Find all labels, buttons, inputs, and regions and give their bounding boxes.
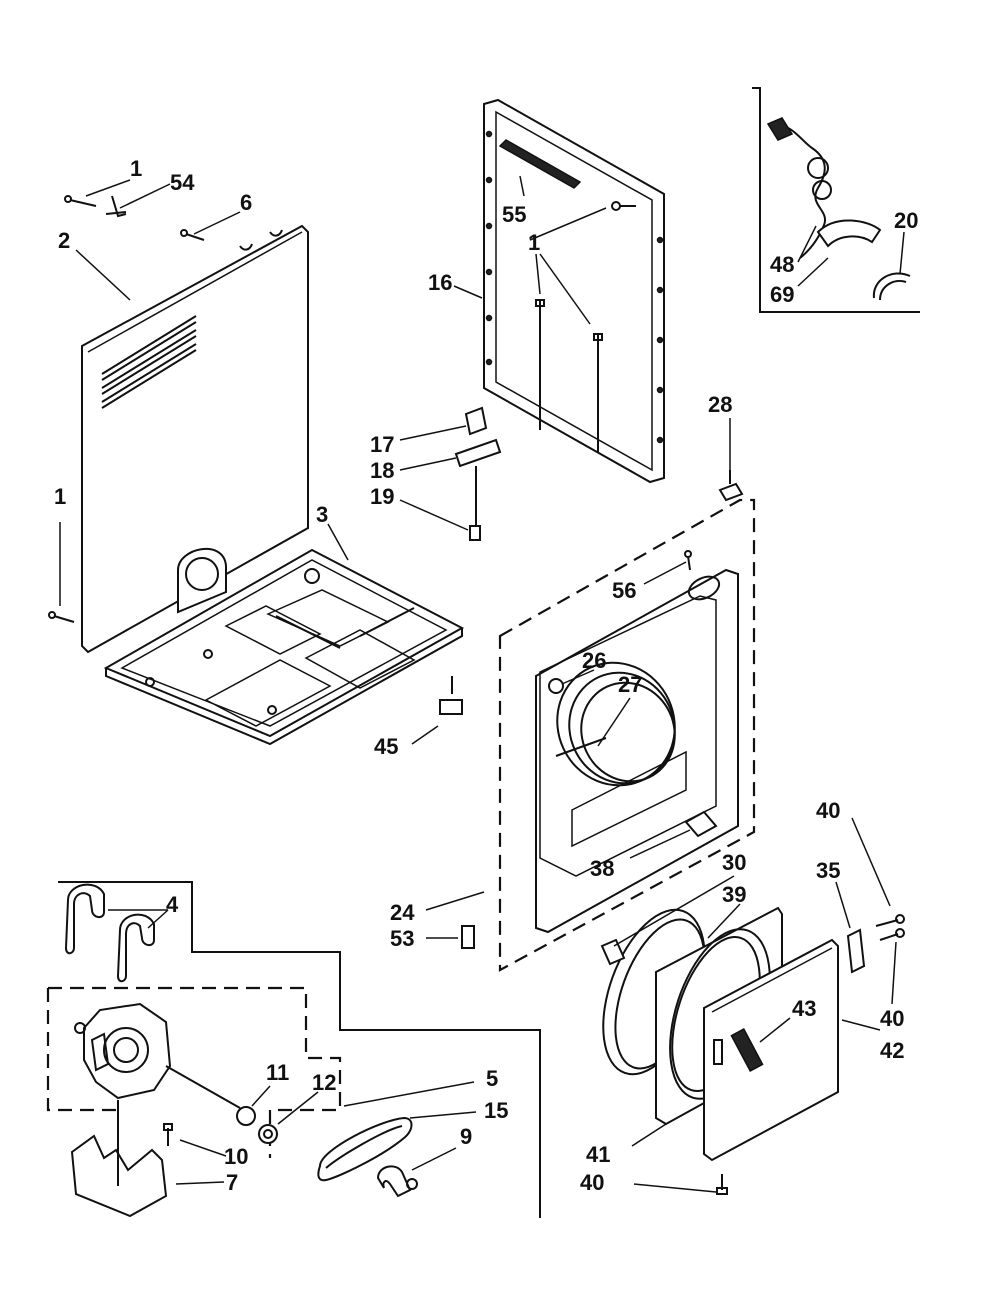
callout-12: 12 xyxy=(312,1070,336,1095)
callout-26: 26 xyxy=(582,648,606,673)
callout-labels: 1 54 6 2 1 3 45 55 1 16 17 18 19 48 69 2… xyxy=(54,156,918,1195)
power-cord-inset xyxy=(752,87,920,313)
callout-1: 1 xyxy=(528,230,540,255)
callout-16: 16 xyxy=(428,270,452,295)
callout-39: 39 xyxy=(722,882,746,907)
callout-18: 18 xyxy=(370,458,394,483)
callout-45: 45 xyxy=(374,734,398,759)
motor-section xyxy=(46,881,541,1218)
callout-40: 40 xyxy=(880,1006,904,1031)
callout-5: 5 xyxy=(486,1066,498,1091)
callout-38: 38 xyxy=(590,856,614,881)
callout-53: 53 xyxy=(390,926,414,951)
callout-40: 40 xyxy=(580,1170,604,1195)
rear-panel xyxy=(81,224,309,654)
callout-7: 7 xyxy=(226,1170,238,1195)
callout-1: 1 xyxy=(54,484,66,509)
callout-43: 43 xyxy=(792,996,816,1021)
callout-10: 10 xyxy=(224,1144,248,1169)
callout-42: 42 xyxy=(880,1038,904,1063)
callout-54: 54 xyxy=(170,170,195,195)
callout-56: 56 xyxy=(612,578,636,603)
callout-30: 30 xyxy=(722,850,746,875)
callout-27: 27 xyxy=(618,672,642,697)
front-panel xyxy=(461,470,756,972)
callout-17: 17 xyxy=(370,432,394,457)
callout-19: 19 xyxy=(370,484,394,509)
callout-6: 6 xyxy=(240,190,252,215)
callout-35: 35 xyxy=(816,858,840,883)
door-assembly xyxy=(600,906,905,1195)
callout-3: 3 xyxy=(316,502,328,527)
callout-48: 48 xyxy=(770,252,794,277)
callout-9: 9 xyxy=(460,1124,472,1149)
callout-4: 4 xyxy=(166,892,179,917)
callout-11: 11 xyxy=(266,1060,289,1085)
callout-2: 2 xyxy=(58,228,70,253)
hinge-bracket xyxy=(454,406,502,541)
callout-1: 1 xyxy=(130,156,142,181)
callout-40: 40 xyxy=(816,798,840,823)
callout-15: 15 xyxy=(484,1098,508,1123)
callout-28: 28 xyxy=(708,392,732,417)
dryer-base xyxy=(103,547,465,746)
callout-69: 69 xyxy=(770,282,794,307)
callout-24: 24 xyxy=(390,900,415,925)
callout-55: 55 xyxy=(502,202,526,227)
screw-1-and-clip-54 xyxy=(48,195,127,623)
callout-41: 41 xyxy=(586,1142,610,1167)
leader-lines xyxy=(59,175,905,1193)
top-panel xyxy=(483,98,665,484)
callout-20: 20 xyxy=(894,208,918,233)
